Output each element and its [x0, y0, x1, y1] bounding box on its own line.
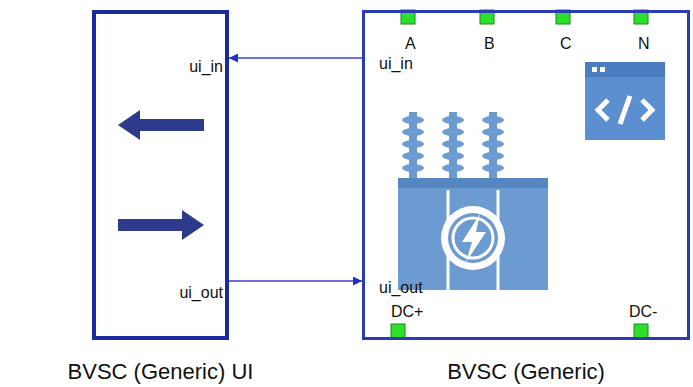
transformer-icon [398, 112, 548, 290]
pin-label: ui_in [379, 55, 413, 73]
converter-block: BVSC (Generic)ABCNui_inui_outDC+DC- [362, 10, 690, 340]
pin-label: B [484, 35, 495, 53]
left-arrow-symbol [118, 110, 204, 140]
right-arrow-symbol [118, 210, 204, 240]
signal-connector [229, 57, 362, 59]
block-title: BVSC (Generic) UI [68, 360, 254, 384]
ui-block: BVSC (Generic) UIui_inui_out [92, 10, 229, 340]
pin-label: DC- [629, 303, 657, 321]
pin-label: ui_out [179, 284, 223, 302]
pin-label: N [638, 35, 650, 53]
signal-connector [229, 280, 362, 282]
block-title: BVSC (Generic) [447, 360, 605, 384]
pin-label: A [405, 35, 416, 53]
code-icon [585, 62, 665, 140]
pin-label: ui_in [189, 58, 223, 76]
pin-label: ui_out [379, 279, 423, 297]
terminal-pins [391, 10, 648, 338]
pin-label: C [560, 35, 572, 53]
pin-label: DC+ [391, 303, 423, 321]
